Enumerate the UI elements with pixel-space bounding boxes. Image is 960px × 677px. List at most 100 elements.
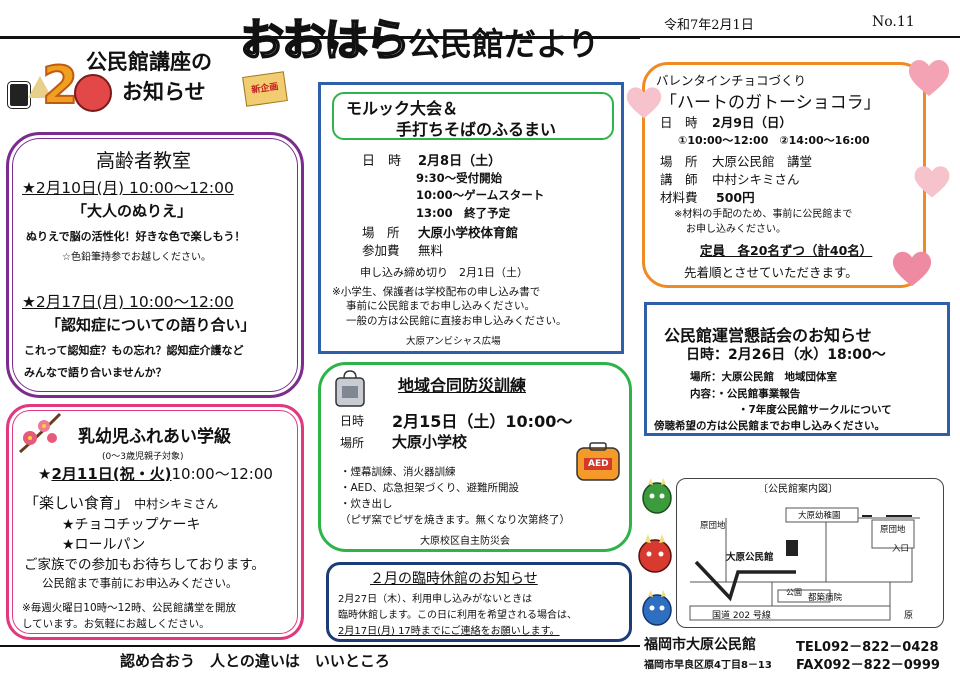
molkky-time3: 13:00 終了予定 (416, 206, 511, 220)
kondan-place: 場所：大原公民館 地域団体室 (690, 371, 837, 383)
molkky-title-frame (332, 92, 614, 140)
kyukan-box (326, 562, 632, 642)
nyuyoji-instructor: 中村シキミさん (134, 497, 219, 511)
map-label-danchi-left: 原団地 (700, 521, 726, 531)
koreisha-session2-line2: みんなで語り合いませんか？ (24, 366, 167, 379)
koza-heading-line1: 公民館講座の (86, 50, 212, 74)
heart-icon-left (624, 84, 664, 120)
koreisha-session1-line1: ぬりえで脳の活性化！好きな色で楽しもう！ (26, 230, 246, 243)
valentine-place-value: 大原公民館 講堂 (712, 154, 813, 169)
molkky-time1: 9:30～受付開始 (416, 171, 503, 185)
molkky-footer: 大原アンビシャス広場 (406, 336, 501, 347)
kondan-box (644, 302, 950, 436)
map-label-kindergarten: 大原幼稚園 (798, 511, 841, 521)
kondan-note: 傍聴希望の方は公民館までお申し込みください。 (654, 420, 885, 432)
bousai-date-label: 日時 (340, 414, 365, 428)
title-rest: 公民館だより (408, 25, 600, 63)
aed-icon-label: AED (588, 459, 609, 469)
footer-slogan: 認め合おう 人との違いは いいところ (120, 652, 390, 670)
map-label-hara: 原 (904, 611, 914, 621)
footer-fax: FAX092－822－0999 (796, 658, 940, 673)
bousai-bullet1: ・煙幕訓練、消火器訓練 (340, 466, 456, 478)
bousai-place-value: 大原小学校 (392, 433, 468, 451)
valentine-times: ①10:00～12:00 ②14:00～16:00 (678, 134, 870, 147)
valentine-fee-value: 500円 (716, 190, 755, 205)
molkky-place-value: 大原小学校体育館 (418, 225, 519, 240)
molkky-title-line2: 手打ちそばのふるまい (396, 120, 557, 139)
nyuyoji-small2: しています。お気軽にお越しください。 (22, 618, 210, 630)
valentine-note1: ※材料の手配のため、事前に公民館まで (674, 209, 853, 220)
valentine-capacity: 定員 各20名ずつ（計40名） (700, 243, 873, 258)
nyuyoji-date-star: ★ (38, 465, 52, 483)
koza-number: 2 (41, 55, 79, 117)
title-kana: おおはら (239, 14, 411, 67)
map-box (676, 478, 944, 628)
map-label-road: 国道 202 号線 (712, 611, 771, 621)
molkky-fee-value: 無料 (418, 243, 444, 258)
valentine-place-label: 場 所 (660, 154, 698, 169)
nyuyoji-title: 乳幼児ふれあい学級 (78, 427, 231, 447)
emergency-bag-icon (330, 368, 370, 408)
nyuyoji-note2: 公民館まで事前にお申込みください。 (42, 576, 238, 590)
onigiri-icon (28, 76, 52, 98)
plum-blossom-icon (16, 408, 64, 456)
nyuyoji-target: (0～3歳児親子対象) (102, 452, 184, 462)
sushi-roll-icon (8, 82, 30, 108)
molkky-note3: 一般の方は公民館に直接お申し込みください。 (346, 315, 567, 327)
map-label-kominkan: 大原公民館 (726, 552, 774, 563)
bousai-footer: 大原校区自主防災会 (420, 536, 510, 547)
koreisha-session1-title: 「大人のぬりえ」 (72, 202, 193, 220)
koreisha-session1-line2: ☆色鉛筆持参でお越しください。 (62, 252, 211, 263)
issue-date: 令和7年2月1日 (664, 18, 754, 33)
map-label-entrance: 入口 (892, 544, 910, 554)
kyukan-line3: 2月17日(月) 17時までにご連絡をお願いします。 (338, 626, 560, 637)
nyuyoji-date: ★2月11日(祝・火)10:00～12:00 (38, 463, 273, 484)
nyuyoji-small1: ※毎週火曜日10時～12時、公民館講堂を開放 (22, 602, 237, 614)
bousai-bullet4: （ピザ窯でピザを焼きます。無くなり次第終了） (340, 514, 570, 526)
kondan-content1: 内容：・公民館事業報告 (690, 388, 801, 400)
valentine-date-label: 日 時 (660, 115, 698, 130)
molkky-date-value: 2月8日（土） (418, 154, 502, 169)
heart-icon-right (912, 162, 952, 200)
koreisha-session1-date: ★2月10日(月) 10:00～12:00 (22, 179, 234, 197)
green-oni-icon (640, 476, 674, 514)
koreisha-title: 高齢者教室 (96, 150, 192, 172)
valentine-box (642, 62, 926, 288)
valentine-subtitle: バレンタインチョコづくり (656, 73, 807, 88)
footer-tel: TEL092－822－0428 (796, 640, 939, 655)
kyukan-line1: 2月27日（木）、利用申し込みがないときは (338, 594, 533, 605)
valentine-date-value: 2月9日（日） (712, 115, 792, 130)
nyuyoji-note1: ご家族での参加もお待ちしております。 (24, 557, 265, 573)
koreisha-session2-title: 「認知症についての語り合い」 (46, 316, 256, 334)
kyukan-line2: 臨時休館します。この日に利用を希望される場合は、 (338, 610, 577, 621)
molkky-title-line1: モルック大会＆ (346, 99, 459, 118)
bousai-bullet2: ・AED、応急担架づくり、避難所開設 (340, 482, 519, 494)
valentine-note2: お申し込みください。 (686, 224, 786, 235)
stamp-label: 新企画 (250, 82, 280, 96)
header-rule-right (640, 36, 960, 38)
red-oni-icon (636, 532, 674, 574)
valentine-instructor-label: 講 師 (660, 172, 698, 187)
molkky-deadline: 申し込み締め切り 2月1日（土） (360, 266, 528, 279)
koza-heading-line2: お知らせ (122, 80, 206, 104)
aed-icon: AED (574, 440, 622, 484)
map-label-danchi-right: 原団地 (880, 525, 906, 535)
bousai-bullet3: ・炊き出し (340, 498, 393, 510)
valentine-first-come: 先着順とさせていただきます。 (684, 265, 858, 280)
nyuyoji-class-title: 「楽しい食育」 (24, 494, 130, 512)
newsletter-title: おおはら公民館だより (239, 4, 600, 67)
bousai-place-label: 場所 (340, 436, 365, 450)
nyuyoji-date-main: 2月11日(祝・火) (51, 465, 172, 483)
molkky-note2: 事前に公民館までお申し込みください。 (346, 300, 535, 312)
valentine-title: 「ハートのガトーショコラ」 (660, 93, 881, 113)
map-title: 〔公民館案内図〕 (758, 484, 838, 495)
koreisha-box (6, 132, 304, 398)
heart-icon-topright (906, 56, 952, 98)
koreisha-session2-line1: これって認知症？もの忘れ？認知症介護など (24, 344, 244, 357)
nyuyoji-item1: ★チョコチップケーキ (62, 517, 201, 533)
new-plan-stamp: 新企画 (242, 71, 288, 107)
kyukan-title: ２月の臨時休館のお知らせ (370, 571, 538, 587)
map-label-park: 公園 (786, 588, 802, 597)
molkky-fee-label: 参加費 (362, 243, 400, 258)
nyuyoji-item2: ★ロールパン (62, 537, 146, 553)
